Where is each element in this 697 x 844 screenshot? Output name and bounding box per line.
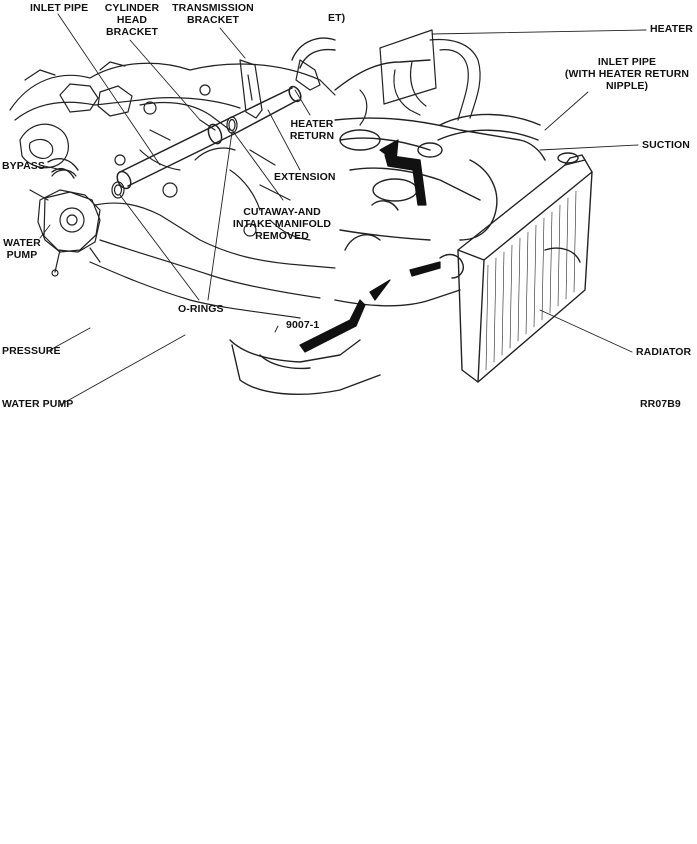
label-cylinder-head-bracket: CYLINDER HEAD BRACKET	[96, 2, 168, 38]
label-water-pump-left: WATER PUMP	[2, 237, 42, 261]
label-line: BRACKET	[186, 14, 240, 26]
label-pressure: PRESSURE	[2, 345, 61, 357]
label-radiator: RADIATOR	[636, 346, 692, 358]
label-line: CYLINDER	[104, 2, 160, 14]
bypass-hose-part	[47, 158, 79, 179]
label-extension: EXTENSION	[274, 171, 336, 183]
label-line: INLET PIPE	[597, 56, 657, 68]
label-line: HEAD	[116, 14, 148, 26]
label-line: INTAKE MANIFOLD	[232, 218, 332, 230]
water-pump-part	[29, 169, 101, 277]
transmission-bracket-part	[239, 59, 263, 119]
label-line: WATER	[3, 237, 41, 249]
label-suction: SUCTION	[642, 139, 690, 151]
label-line: (WITH HEATER RETURN	[564, 68, 690, 80]
label-line: HEATER	[290, 118, 334, 130]
label-inlet-pipe: INLET PIPE	[30, 2, 89, 14]
label-line: BRACKET	[105, 26, 159, 38]
engine-block-sketch	[9, 61, 336, 319]
label-heater-return: HEATER RETURN	[284, 118, 340, 142]
leader-lines	[39, 13, 647, 406]
label-line: PUMP	[6, 249, 38, 261]
label-line: REMOVED	[255, 230, 309, 242]
figure-code: RR07B9	[640, 398, 681, 410]
label-part-number: 9007-1	[286, 319, 320, 331]
label-bypass: BYPASS	[2, 160, 45, 172]
label-partial: ET)	[328, 12, 346, 24]
label-inlet-pipe-right: INLET PIPE (WITH HEATER RETURN NIPPLE)	[560, 56, 694, 92]
label-line: CUTAWAY-AND	[243, 206, 321, 218]
label-transmission-bracket: TRANSMISSION BRACKET	[170, 2, 256, 26]
label-water-pump-bottom: WATER PUMP	[2, 398, 74, 410]
radiator-part	[439, 152, 593, 383]
label-line: NIPPLE)	[605, 80, 649, 92]
label-line: RETURN	[289, 130, 335, 142]
label-cutaway: CUTAWAY-AND INTAKE MANIFOLD REMOVED	[226, 206, 338, 242]
label-heater: HEATER	[650, 23, 693, 35]
heater-core	[359, 29, 481, 126]
heater-return-hose	[291, 37, 336, 69]
right-inlet-pipe	[437, 113, 541, 141]
label-o-rings: O-RINGS	[178, 303, 224, 315]
coolant-flow-arrows	[299, 139, 441, 353]
label-line: TRANSMISSION	[172, 2, 254, 14]
